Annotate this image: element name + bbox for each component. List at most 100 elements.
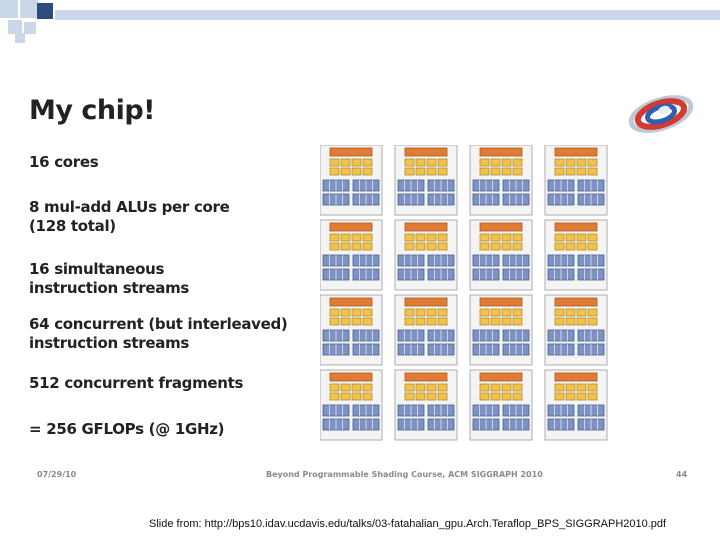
alu — [426, 392, 437, 401]
alu — [512, 383, 523, 392]
fetch-decode-unit — [404, 222, 448, 232]
alu — [554, 392, 565, 401]
alu — [329, 233, 340, 242]
alu — [490, 317, 501, 326]
header-band — [0, 0, 720, 50]
alu — [587, 233, 598, 242]
alu — [415, 158, 426, 167]
alu — [587, 167, 598, 176]
alu — [329, 392, 340, 401]
fetch-decode-unit — [329, 372, 373, 382]
alu — [404, 167, 415, 176]
fetch-decode-unit — [479, 297, 523, 307]
alu — [479, 317, 490, 326]
alu — [437, 392, 448, 401]
alu — [340, 233, 351, 242]
header-bar — [55, 10, 720, 20]
alu — [576, 233, 587, 242]
alu — [587, 158, 598, 167]
alu — [501, 158, 512, 167]
alu — [565, 383, 576, 392]
alu — [362, 233, 373, 242]
alu — [490, 242, 501, 251]
alu — [554, 158, 565, 167]
fetch-decode-unit — [479, 222, 523, 232]
header-square — [24, 22, 36, 34]
alu — [362, 242, 373, 251]
alu — [587, 317, 598, 326]
alu — [501, 383, 512, 392]
alu — [437, 233, 448, 242]
header-square — [0, 0, 18, 18]
alu — [404, 383, 415, 392]
header-square — [8, 20, 22, 34]
alu — [587, 308, 598, 317]
alu — [437, 167, 448, 176]
alu — [554, 317, 565, 326]
alu — [404, 308, 415, 317]
alu — [490, 158, 501, 167]
alu — [415, 383, 426, 392]
alu — [426, 233, 437, 242]
alu — [512, 317, 523, 326]
alu — [362, 308, 373, 317]
alu — [404, 242, 415, 251]
alu — [426, 383, 437, 392]
alu — [490, 167, 501, 176]
alu — [351, 242, 362, 251]
alu — [426, 158, 437, 167]
bullet-concurrent: 64 concurrent (but interleaved) — [29, 315, 288, 333]
bullet-gflops: = 256 GFLOPs (@ 1GHz) — [29, 420, 225, 438]
alu — [340, 317, 351, 326]
alu — [437, 383, 448, 392]
alu — [340, 242, 351, 251]
alu — [329, 158, 340, 167]
alu — [329, 317, 340, 326]
header-square — [37, 3, 53, 19]
alu — [565, 317, 576, 326]
alu — [426, 308, 437, 317]
alu — [351, 233, 362, 242]
fetch-decode-unit — [479, 147, 523, 157]
bullet-alus: 8 mul-add ALUs per core — [29, 198, 230, 216]
alu — [329, 308, 340, 317]
alu — [587, 392, 598, 401]
alu — [501, 392, 512, 401]
alu — [415, 242, 426, 251]
alu — [426, 167, 437, 176]
alu — [415, 317, 426, 326]
alu — [565, 242, 576, 251]
alu — [362, 392, 373, 401]
alu — [362, 158, 373, 167]
alu — [501, 317, 512, 326]
alu — [576, 167, 587, 176]
alu — [587, 383, 598, 392]
alu — [554, 242, 565, 251]
alu — [415, 167, 426, 176]
alu — [479, 308, 490, 317]
alu — [351, 317, 362, 326]
fetch-decode-unit — [404, 147, 448, 157]
alu — [490, 383, 501, 392]
fetch-decode-unit — [554, 297, 598, 307]
alu — [490, 233, 501, 242]
alu — [351, 167, 362, 176]
alu — [565, 308, 576, 317]
alu — [351, 392, 362, 401]
fetch-decode-unit — [329, 297, 373, 307]
alu — [329, 383, 340, 392]
footer-date: 07/29/10 — [37, 470, 77, 479]
alu — [554, 308, 565, 317]
alu — [415, 233, 426, 242]
alu — [576, 308, 587, 317]
fetch-decode-unit — [404, 297, 448, 307]
alu — [479, 167, 490, 176]
alu — [554, 233, 565, 242]
alu — [404, 158, 415, 167]
alu — [587, 242, 598, 251]
alu — [404, 233, 415, 242]
alu — [415, 308, 426, 317]
bullet-streams-cont: instruction streams — [29, 279, 190, 297]
alu — [501, 308, 512, 317]
alu — [404, 392, 415, 401]
